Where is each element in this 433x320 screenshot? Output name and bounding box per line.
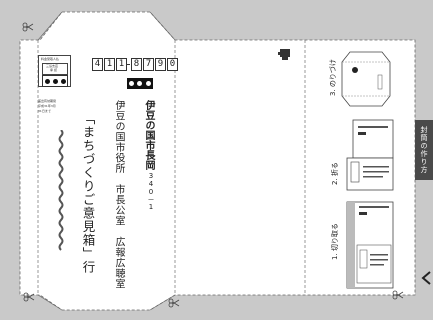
address-number: 340－1 — [147, 172, 155, 211]
permit-expiry-label: 差出有効期間 — [38, 99, 57, 103]
postage-permit-box: 料金受取人払 三島支店 承 認 — [38, 55, 71, 87]
step3-label: 3. のりづけ — [329, 59, 337, 96]
step2-label: 2. 折る — [331, 162, 339, 185]
permit-expiry-until: 31日まで — [38, 109, 51, 113]
scissors-icon — [392, 290, 404, 300]
recipient: 「まちづくりご意見箱」行 — [80, 112, 96, 274]
zip-digit-2: 1 — [104, 58, 115, 71]
wavy-divider — [58, 130, 64, 251]
zip-digit-7: 0 — [167, 58, 178, 71]
permit-line1: 料金受取人払 — [41, 57, 60, 61]
zip-dash — [127, 64, 130, 65]
zip-digit-4: 8 — [131, 58, 142, 71]
zip-digit-6: 9 — [155, 58, 166, 71]
stamp-icon — [278, 49, 290, 60]
scissors-icon — [168, 298, 180, 308]
office-line: 伊豆の国市役所 市長公室 広報広聴室 — [113, 100, 124, 289]
permit-line3: 承 認 — [50, 68, 57, 72]
address-main: 伊豆の国市長岡 — [143, 100, 154, 170]
permit-expiry-date: 平成31年3月 — [38, 104, 56, 108]
step3-diagram — [341, 51, 391, 107]
zip-digit-3: 1 — [116, 58, 127, 71]
zip-digit-5: 7 — [143, 58, 154, 71]
zip-digit-1: 4 — [92, 58, 103, 71]
step1-label: 1. 切り取る — [331, 223, 339, 260]
chevron-left-icon — [421, 271, 431, 285]
permit-line2: 三島支店 — [46, 64, 59, 68]
scissors-icon — [22, 22, 34, 32]
permit-dot-code — [42, 75, 68, 87]
instructions-tab: 封筒の作り方 — [415, 120, 433, 180]
step2-diagram — [346, 119, 394, 191]
scissors-icon — [23, 292, 35, 302]
barcode-dots — [127, 78, 153, 89]
step1-diagram — [346, 201, 394, 289]
permit-inner-box: 三島支店 承 認 — [42, 63, 68, 75]
